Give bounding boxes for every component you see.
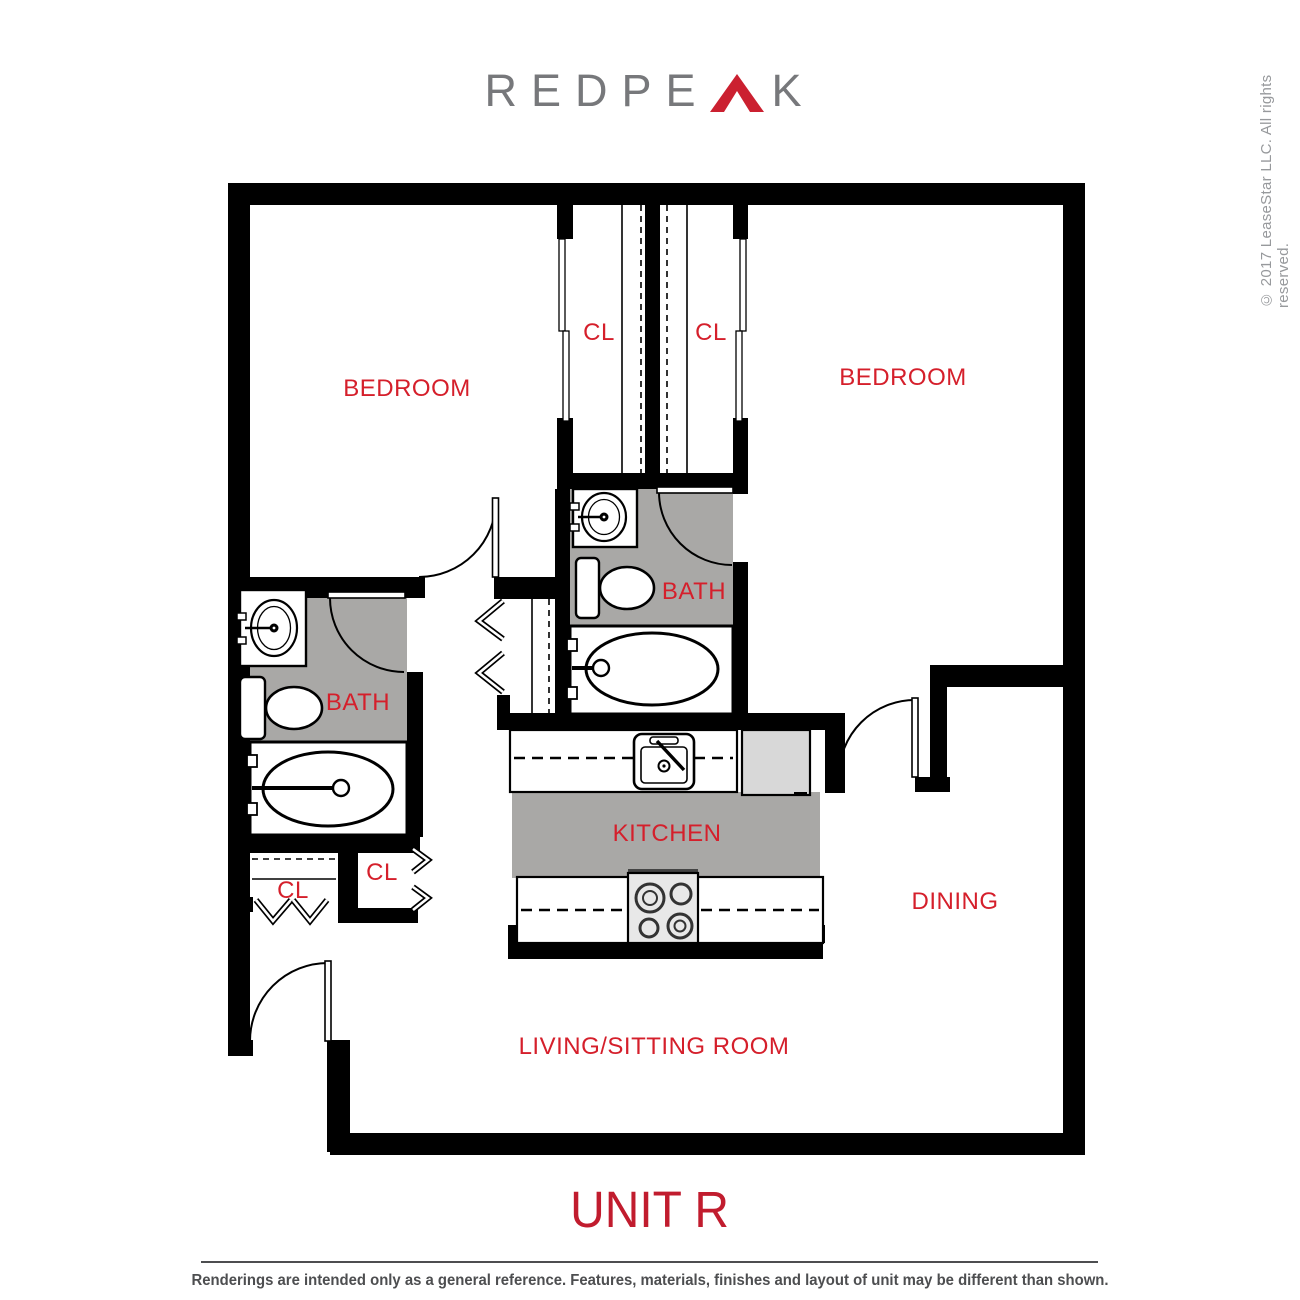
label-living: LIVING/SITTING ROOM (519, 1033, 790, 1060)
unit-title-text: UNIT R (570, 1181, 730, 1238)
sliding-door-right-closet (739, 238, 747, 332)
sliding-door-left-closet (562, 330, 570, 422)
kitchen-sink-icon (632, 732, 696, 791)
sliding-door-left-closet (558, 238, 566, 332)
label-closet-top-left: CL (583, 319, 615, 346)
label-closet-entry-right: CL (366, 859, 398, 886)
counter-top (508, 728, 739, 794)
sliding-door-right-closet (735, 330, 743, 422)
top-closets (558, 205, 747, 473)
logo-text-right: K (771, 65, 816, 116)
label-bedroom-right: BEDROOM (839, 364, 967, 391)
linen-closet (474, 598, 550, 713)
toilet-icon (238, 675, 324, 741)
bathtub-icon (566, 624, 735, 716)
toilet-icon (574, 556, 656, 620)
red-peak-icon (709, 74, 764, 112)
label-dining: DINING (912, 888, 999, 915)
sink-icon (236, 588, 308, 668)
label-closet-entry-left: CL (277, 877, 309, 904)
unit-title: UNIT R (0, 1180, 1300, 1239)
bath-center-door (656, 486, 734, 566)
bifold-door-icon (253, 846, 433, 926)
refrigerator-icon (740, 728, 812, 797)
kitchen-fixtures (508, 728, 825, 945)
bathtub-icon (246, 740, 409, 837)
bath-left-door (327, 591, 406, 673)
disclaimer: Renderings are intended only as a genera… (0, 1272, 1300, 1290)
kitchen-floor (512, 792, 820, 878)
disclaimer-text: Renderings are intended only as a genera… (191, 1272, 1109, 1289)
label-bedroom-left: BEDROOM (343, 375, 471, 402)
bifold-door-icon (474, 598, 505, 695)
label-kitchen: KITCHEN (613, 820, 722, 847)
stove-icon (626, 869, 700, 945)
logo-text-left: REDPE (484, 65, 710, 116)
room-labels: BEDROOM BEDROOM CL CL BATH BATH KITCHEN … (277, 319, 998, 1060)
bedroom-left-door (418, 497, 500, 578)
redpeak-logo: REDPE K (0, 68, 1300, 113)
entry-door (249, 960, 332, 1042)
doors (249, 486, 919, 1042)
label-bath-left: BATH (326, 689, 390, 716)
sink-icon (569, 487, 639, 549)
label-closet-top-right: CL (695, 319, 727, 346)
bath-center-fixtures (566, 487, 735, 716)
entry-closets (252, 846, 433, 926)
bedroom-right-door (838, 697, 919, 778)
disclaimer-rule (201, 1261, 1098, 1263)
bath-left-fixtures (236, 588, 409, 837)
label-bath-center: BATH (662, 578, 726, 605)
